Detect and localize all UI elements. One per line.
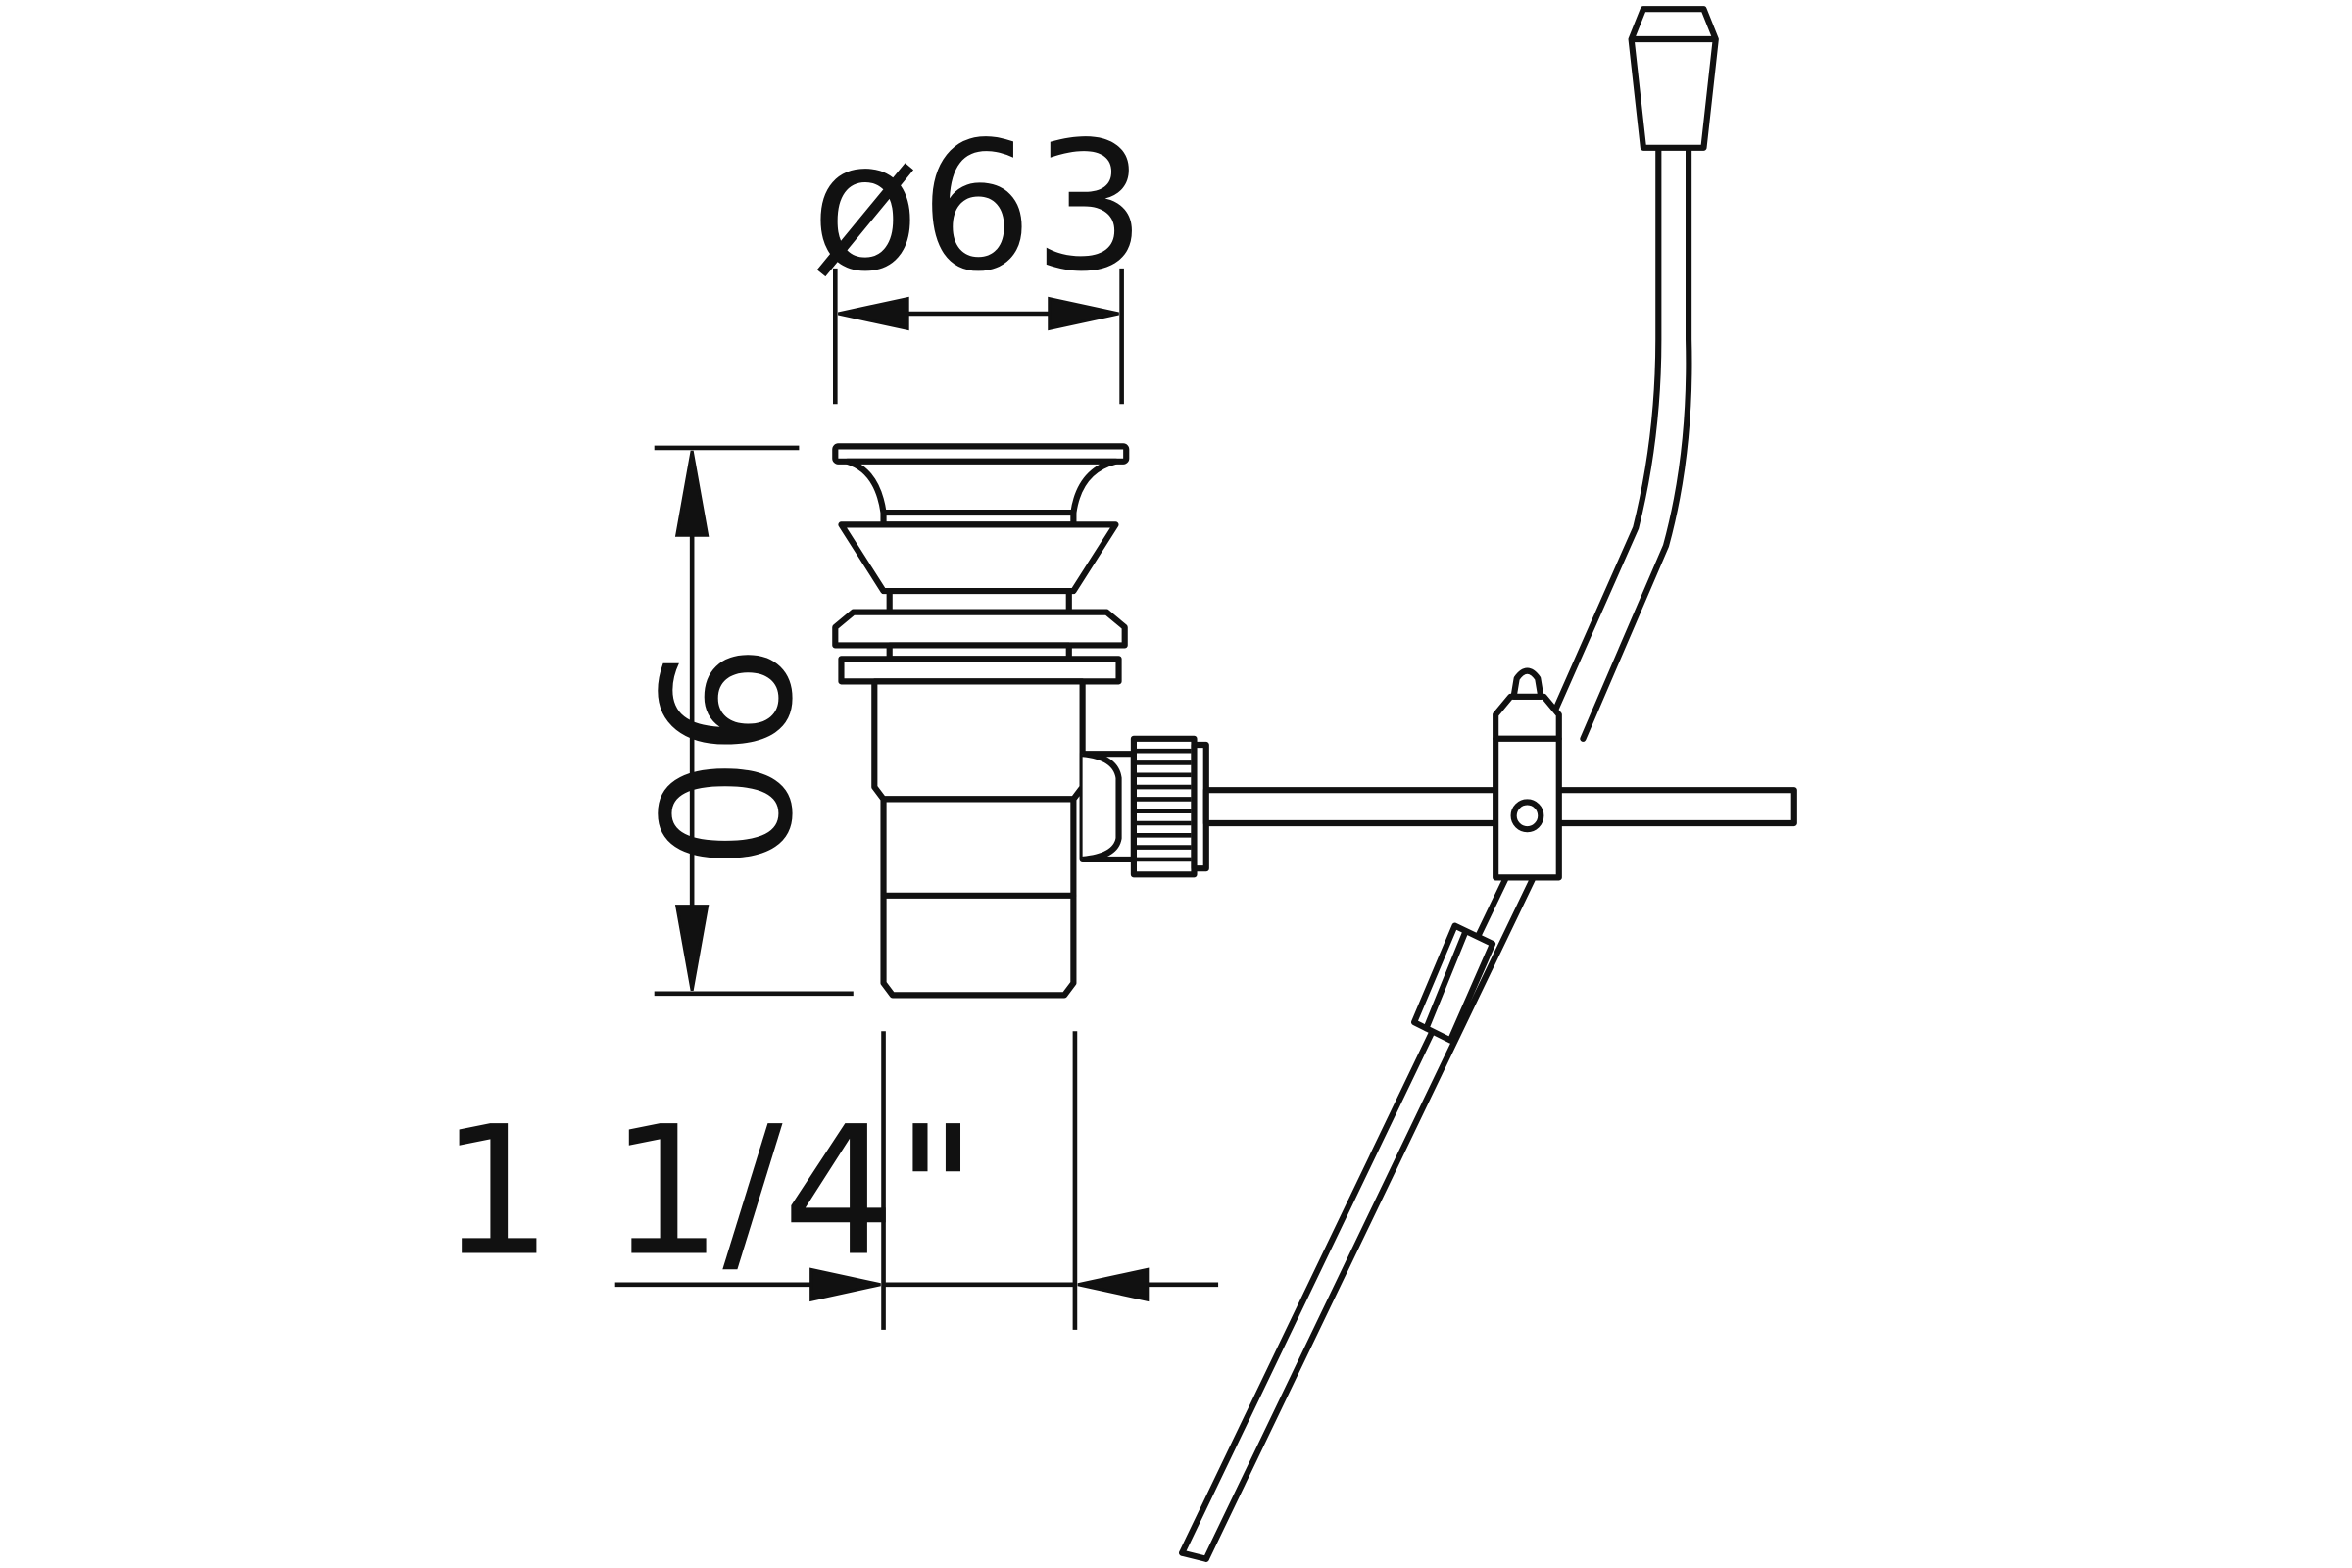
height-arrow-top xyxy=(674,450,710,537)
diameter-dimension: ø63 xyxy=(810,103,1146,405)
body-upper xyxy=(871,678,1086,803)
lift-rod xyxy=(1552,6,1719,742)
washer-lower xyxy=(838,656,1122,685)
union-nut xyxy=(1130,735,1198,878)
diameter-arrow-right xyxy=(1048,296,1119,331)
height-dimension: 90 xyxy=(618,445,854,997)
thread-arrow-right xyxy=(1077,1267,1150,1302)
thread-dimension: 1 1/4" xyxy=(440,1031,1219,1330)
diameter-label: ø63 xyxy=(810,103,1146,311)
plug-cup xyxy=(844,458,1119,516)
washer-upper xyxy=(832,609,1128,649)
clamp-screw xyxy=(1510,799,1544,833)
lift-knob xyxy=(1628,6,1719,151)
height-arrow-bottom xyxy=(674,905,710,992)
linkage-rod xyxy=(1179,871,1539,1562)
waste-body xyxy=(832,443,1130,999)
thread-arrow-left xyxy=(809,1267,881,1302)
clamp-block xyxy=(1493,667,1562,881)
side-connector xyxy=(1079,735,1209,878)
thread-label: 1 1/4" xyxy=(440,1087,978,1295)
diameter-arrow-left xyxy=(838,296,909,331)
cone xyxy=(838,521,1119,595)
height-label: 90 xyxy=(618,644,826,870)
